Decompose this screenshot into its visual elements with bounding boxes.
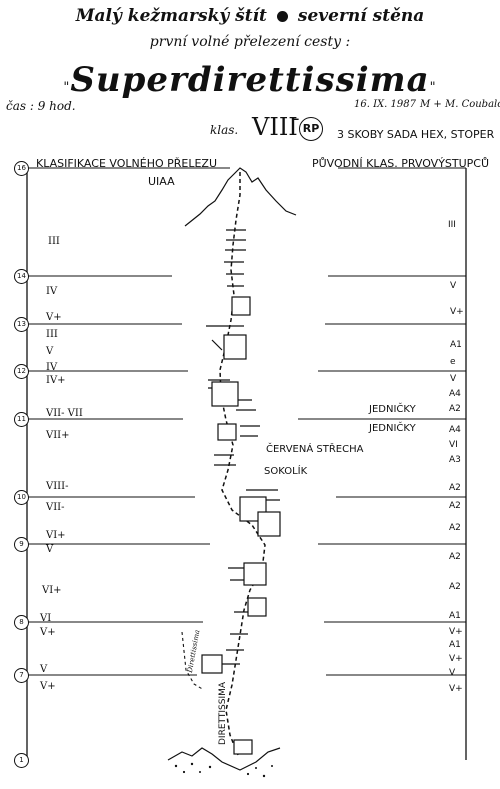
right-grade: A2 [449,552,461,562]
right-grade: e [450,357,456,367]
left-grade: VII- VII [46,408,83,419]
right-grade: A2 [449,483,461,493]
left-grade: VII+ [46,430,70,441]
route-name-line: "Superdirettissima" [0,60,500,100]
ground-line [167,747,281,771]
left-column-title: KLASIFIKACE VOLNÉHO PŘELEZU [36,157,218,170]
right-column-title: PŮVODNÍ KLAS. PRVOVÝSTUPCŮ [312,157,490,170]
pitch-number: 9 [14,537,29,552]
open-quote: " [63,80,71,95]
route-line [219,172,266,756]
annotation-jednicky: JEDNIČKY [369,423,416,434]
class-label: klas. [210,123,239,137]
left-grade: VI [40,613,52,624]
left-grade: V [46,346,54,357]
right-grade: A2 [449,404,461,414]
pitch-number: 8 [14,615,29,630]
pitch-number: 11 [14,412,29,427]
left-grade: VIII- [46,481,69,492]
left-grade: V+ [40,627,56,638]
belay-box [257,511,281,537]
direttissima-branch [181,631,205,691]
left-grade: VI+ [46,530,66,541]
right-pitch-lines [298,167,466,676]
class-sign: - [293,108,300,129]
bullet-icon [276,11,288,22]
belay-box [231,296,251,316]
right-grade: V [449,668,456,678]
belay-box [211,381,239,407]
title-left: Malý kežmarský štít [75,6,267,26]
left-grade: III [46,329,58,340]
right-grade: A1 [449,640,461,650]
close-quote: " [429,80,437,95]
right-grade: III [448,220,456,230]
climbers: M + M. Coubalov [420,99,500,110]
date: 16. IX. 1987 [354,99,416,110]
left-grade: V [46,544,54,555]
belay-box [201,654,223,674]
belay-box [243,562,267,586]
left-grade: III [48,236,60,247]
right-grade: A1 [449,611,461,621]
right-grade: V+ [449,684,463,694]
left-grade: VI+ [42,585,62,596]
left-pitch-lines [27,167,230,676]
belay-box [247,597,267,617]
left-grade: VII- [46,502,65,513]
left-grade: IV [46,362,58,373]
belay-box [223,334,247,360]
header-subtitle: první volné přelezení cesty : [149,34,351,50]
right-grade: V+ [449,654,463,664]
belay-box [233,739,253,755]
left-grade: V [40,664,48,675]
pitch-number: 13 [14,317,29,332]
gear-note: 3 SKOBY SADA HEX, STOPER [337,128,495,141]
annotation-sokolik: SOKOLÍK [264,466,308,477]
right-grade: VI [449,440,458,450]
left-grade: V+ [46,312,62,323]
pitch-number: 14 [14,269,29,284]
pitch-number: 16 [14,161,29,176]
belay-box [217,423,237,441]
time-label: čas : 9 hod. [6,99,76,113]
pitch-number: 10 [14,490,29,505]
left-grade: IV [46,286,58,297]
right-grade: A2 [449,582,461,592]
summit-ridge [184,167,297,227]
right-grade: A1 [450,340,462,350]
right-grade: V [450,374,457,384]
right-grade: V+ [449,627,463,637]
scree-dots [174,762,273,778]
right-grade: V [450,281,457,291]
annotation-cervena-strecha: ČERVENÁ STŘECHA [266,444,364,455]
pitch-number: 12 [14,364,29,379]
route-name: Superdirettissima [70,60,430,100]
header-title: Malý kežmarský štít severní stěna [0,6,500,26]
left-grade: V+ [40,681,56,692]
class-grade: VIII [252,113,298,141]
right-grade: A2 [449,523,461,533]
right-grade: A3 [449,455,461,465]
pitch-number: 1 [14,753,29,768]
left-column-subtitle: UIAA [148,175,175,188]
title-right: severní stěna [297,6,425,26]
right-grade: A4 [449,425,461,435]
pitch-number: 7 [14,668,29,683]
right-grade: A4 [449,389,461,399]
right-grade: A2 [449,501,461,511]
annotation-direttissima: DIRETTISSIMA [218,681,228,745]
right-grade: V+ [450,307,464,317]
rp-badge: RP [299,117,323,141]
annotation-jednicky: JEDNIČKY [369,404,416,415]
left-grade: IV+ [46,375,66,386]
belay-boxes [201,296,281,755]
